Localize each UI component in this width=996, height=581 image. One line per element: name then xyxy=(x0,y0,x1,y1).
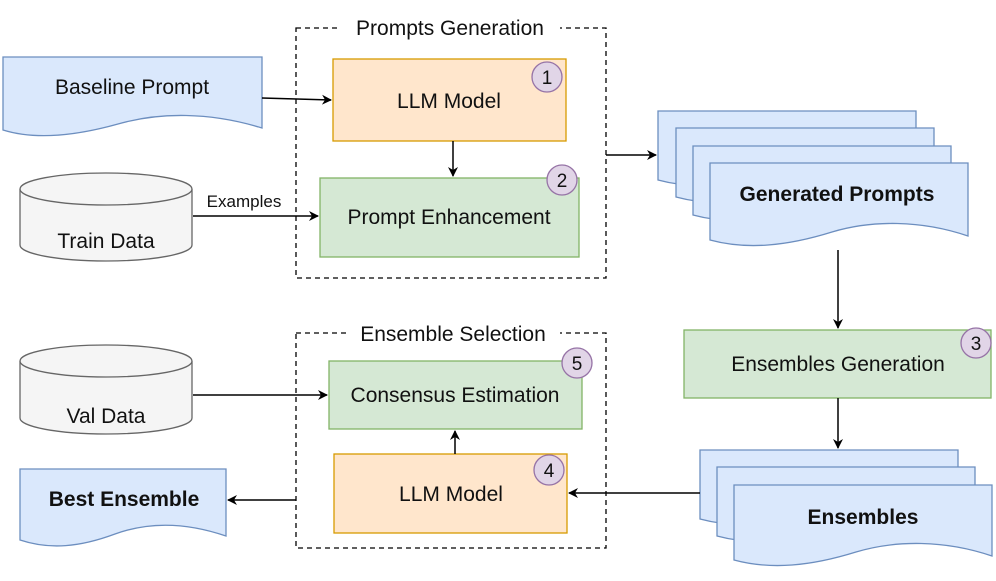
edges xyxy=(193,94,843,505)
ensembles-generation-node: Ensembles Generation xyxy=(683,329,992,399)
prompts-generation-title: Prompts Generation xyxy=(356,17,544,40)
prompt-enhancement-label: Prompt Enhancement xyxy=(347,206,550,229)
val-data-label: Val Data xyxy=(67,405,146,428)
badge-3-number: 3 xyxy=(971,334,982,355)
llm-model-bottom-label: LLM Model xyxy=(399,483,503,506)
llm-model-bottom-node: LLM Model xyxy=(333,453,568,534)
ensemble-selection-title: Ensemble Selection xyxy=(360,323,546,346)
badge-5: 5 xyxy=(561,347,593,379)
ensemble-selection-group: Ensemble Selection xyxy=(295,322,607,549)
badge-1-number: 1 xyxy=(542,68,553,89)
generated-prompts-label: Generated Prompts xyxy=(740,183,935,206)
val-data-node: Val Data xyxy=(19,344,193,435)
badge-4: 4 xyxy=(533,454,565,486)
badge-2: 2 xyxy=(546,164,578,196)
consensus-estimation-label: Consensus Estimation xyxy=(351,384,560,407)
badge-2-number: 2 xyxy=(557,171,568,192)
llm-model-top-label: LLM Model xyxy=(397,90,501,113)
ensembles-node: Ensembles xyxy=(699,449,993,567)
prompt-enhancement-node: Prompt Enhancement xyxy=(319,177,580,258)
edge-baseline-to-llm xyxy=(261,94,332,105)
ensembles-label: Ensembles xyxy=(808,506,919,529)
generated-prompts-node: Generated Prompts xyxy=(657,110,969,247)
baseline-prompt-label: Baseline Prompt xyxy=(55,76,209,99)
badge-3: 3 xyxy=(960,327,992,359)
badge-1: 1 xyxy=(531,61,563,93)
prompts-generation-group: Prompts Generation xyxy=(295,16,607,279)
badge-4-number: 4 xyxy=(544,461,555,482)
train-data-node: Train Data xyxy=(19,172,193,262)
best-ensemble-label: Best Ensemble xyxy=(49,488,200,511)
consensus-estimation-node: Consensus Estimation xyxy=(328,360,583,430)
badge-5-number: 5 xyxy=(572,354,583,375)
best-ensemble-node: Best Ensemble xyxy=(19,468,227,547)
train-data-label: Train Data xyxy=(57,230,155,253)
llm-model-top-node: LLM Model xyxy=(332,58,567,142)
baseline-prompt-node: Baseline Prompt xyxy=(2,56,263,137)
examples-edge-label: Examples xyxy=(207,192,282,211)
ensembles-generation-label: Ensembles Generation xyxy=(731,353,945,376)
